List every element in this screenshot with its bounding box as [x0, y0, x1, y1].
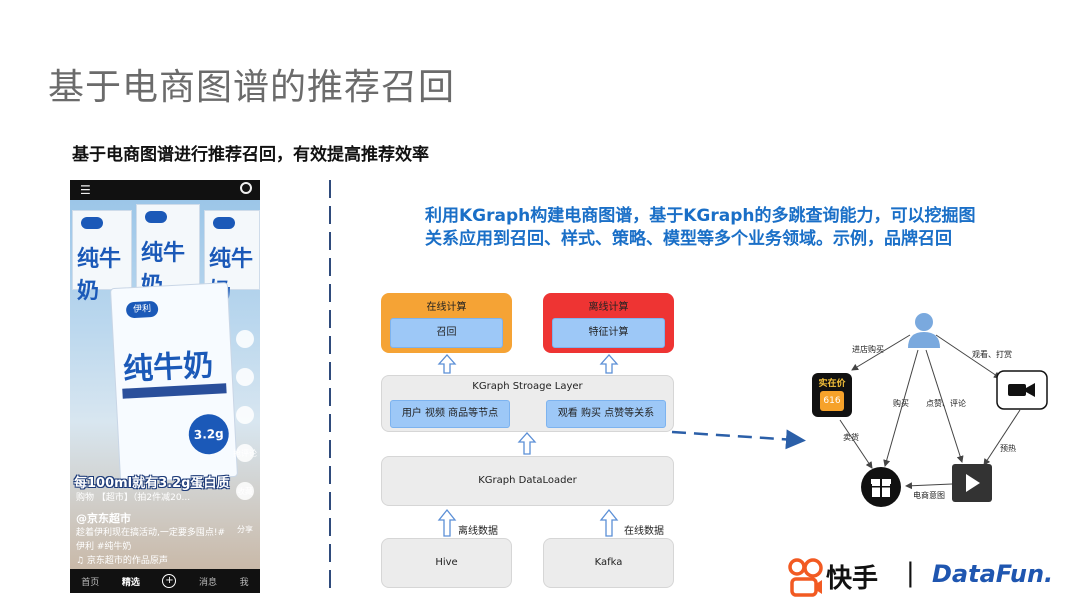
phone-top-bar: ☰ — [70, 180, 260, 200]
edge-visit-buy: 进店购买 — [852, 345, 884, 354]
feature-compute-node: 特征计算 — [552, 318, 665, 348]
store-badge-sub: 616 — [820, 391, 844, 411]
arrow-up-icon — [517, 432, 537, 455]
edge-watch-tip: 观看、打赏 — [972, 350, 1012, 359]
avatar[interactable] — [236, 330, 254, 348]
edge-buy: 购买 — [893, 399, 909, 408]
video-description: 趁着伊利现在搞活动,一定要多囤点!#伊利 #纯牛奶 — [76, 528, 226, 552]
like-icon[interactable] — [236, 368, 254, 386]
share-icon[interactable] — [236, 482, 254, 500]
edge-intent: 电商意图 — [913, 491, 945, 500]
search-icon[interactable] — [240, 182, 252, 194]
phone-screenshot: 纯牛奶 纯牛奶 纯牛奶 伊利 纯牛奶 3.2g 每100ml就有3.2g蛋白质 … — [70, 180, 260, 593]
favorite-icon[interactable] — [236, 444, 254, 462]
share-label: 分享 — [237, 525, 253, 534]
arrow-up-icon — [599, 354, 619, 374]
milk-carton: 纯牛奶 — [204, 210, 260, 304]
bottom-nav: 首页 精选 + 消息 我 — [70, 569, 260, 593]
edge-preheat: 预热 — [1000, 444, 1016, 453]
hive-box: Hive — [381, 538, 512, 588]
brand-separator: | — [906, 558, 915, 588]
arrow-up-icon — [437, 354, 457, 374]
datafun-brand: DataFun. — [932, 560, 1054, 588]
create-button[interactable]: + — [162, 574, 177, 588]
dataloader-label: KGraph DataLoader — [478, 475, 577, 486]
brand-logo-icon — [213, 217, 235, 229]
kafka-box: Kafka — [543, 538, 674, 588]
online-compute-label: 在线计算 — [426, 302, 467, 313]
storage-nodes: 用户 视频 商品等节点 — [390, 400, 510, 428]
dataloader-box: KGraph DataLoader — [381, 456, 674, 506]
edge-sell: 卖货 — [843, 433, 859, 442]
offline-compute-label: 离线计算 — [588, 302, 629, 313]
user-icon — [908, 313, 940, 348]
brand-logo-icon — [145, 211, 167, 223]
comment-icon[interactable] — [236, 406, 254, 424]
store-badge-text: 实在价 — [818, 379, 846, 389]
video-camera-icon — [996, 370, 1048, 410]
side-action-bar: 抢评论 收藏 分享 — [233, 330, 257, 534]
music-credit[interactable]: ♫ 京东超市的作品原声 — [76, 556, 168, 566]
kafka-label: Kafka — [594, 557, 623, 568]
favorite-label: 收藏 — [237, 487, 253, 496]
up-arrows — [437, 354, 619, 537]
nav-me[interactable]: 我 — [239, 577, 249, 588]
offline-data-label: 离线数据 — [458, 526, 498, 537]
hive-label: Hive — [435, 557, 458, 568]
recall-node: 召回 — [390, 318, 503, 348]
storage-relations: 观看 购买 点赞等关系 — [546, 400, 666, 428]
milk-carton: 纯牛奶 — [72, 210, 132, 304]
product-photo: 纯牛奶 纯牛奶 纯牛奶 伊利 纯牛奶 3.2g 每100ml就有3.2g蛋白质 — [70, 200, 260, 570]
brand-logo-icon — [81, 217, 103, 229]
nav-home[interactable]: 首页 — [81, 577, 100, 588]
comment-label: 抢评论 — [233, 449, 257, 458]
storage-layer-label: KGraph Stroage Layer — [472, 381, 583, 392]
online-compute-box: 在线计算 召回 — [381, 293, 512, 353]
storage-layer-box: KGraph Stroage Layer 用户 视频 商品等节点 观看 购买 点… — [381, 375, 674, 432]
dashed-arrow — [671, 429, 806, 450]
highlight-description: 利用KGraph构建电商图谱，基于KGraph的多跳查询能力，可以挖掘图关系应用… — [425, 206, 976, 249]
shopping-link[interactable]: 购物 【超市】（拍2件减20... — [76, 493, 191, 503]
nav-featured[interactable]: 精选 — [121, 577, 140, 588]
gift-icon — [861, 467, 901, 507]
arrow-up-icon — [599, 508, 619, 537]
offline-compute-box: 离线计算 特征计算 — [543, 293, 674, 353]
carton-label: 纯牛奶 — [77, 246, 122, 304]
arrow-up-icon — [437, 508, 457, 537]
store-icon: 实在价 616 — [812, 373, 852, 417]
online-data-label: 在线数据 — [624, 526, 664, 537]
page-title: 基于电商图谱的推荐召回 — [48, 67, 456, 108]
author-name[interactable]: @京东超市 — [76, 512, 131, 525]
edge-like-comment: 点赞、评论 — [926, 399, 966, 408]
kuaishou-logo-icon — [788, 558, 823, 597]
graph-edges — [839, 334, 1021, 490]
kuaishou-brand: 快手 — [826, 564, 879, 594]
page-subtitle: 基于电商图谱进行推荐召回，有效提高推荐效率 — [72, 145, 429, 165]
video-caption: 每100ml就有3.2g蛋白质 — [74, 476, 230, 491]
nav-messages[interactable]: 消息 — [199, 577, 218, 588]
menu-icon[interactable]: ☰ — [80, 183, 91, 197]
play-icon — [952, 464, 992, 502]
section-divider — [329, 180, 331, 590]
